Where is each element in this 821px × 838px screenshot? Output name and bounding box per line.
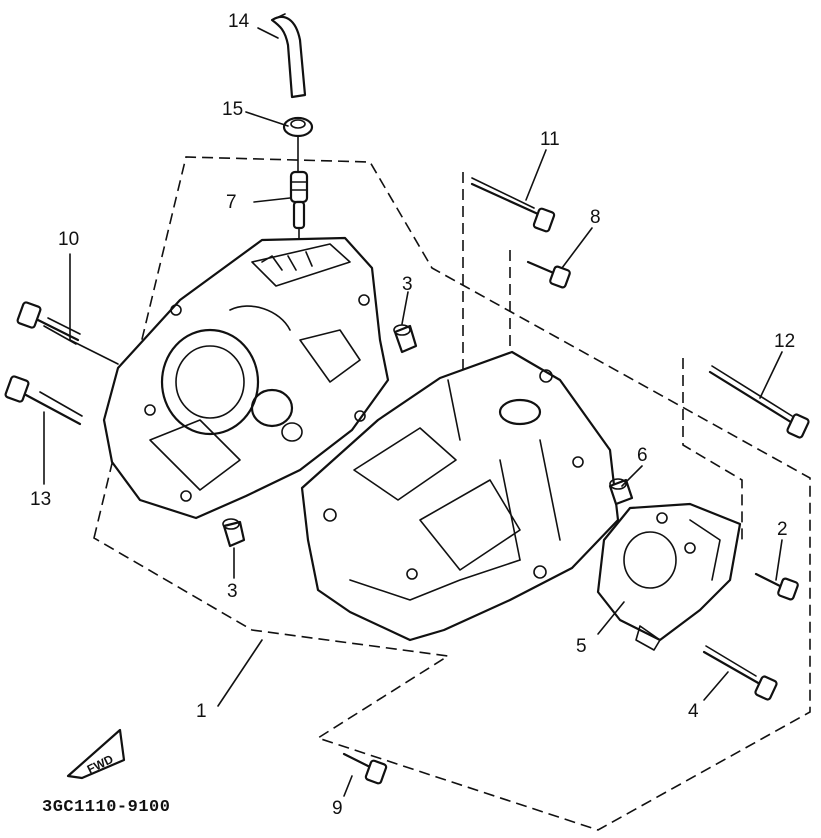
callout-8: 8 <box>590 207 601 228</box>
dowel-pin-lower <box>222 518 246 548</box>
callout-1: 1 <box>196 701 207 722</box>
callout-4: 4 <box>688 701 699 722</box>
callout-5: 5 <box>576 636 587 657</box>
callout-14: 14 <box>228 11 250 32</box>
callout-10: 10 <box>58 229 80 250</box>
breather-hose <box>270 13 307 99</box>
callout-12: 12 <box>774 331 796 352</box>
bolt-11 <box>470 177 556 233</box>
callout-3-upper: 3 <box>402 274 413 295</box>
left-crankcase <box>102 236 390 520</box>
callout-2: 2 <box>777 519 788 540</box>
bolt-2 <box>754 572 799 601</box>
bolt-13 <box>4 375 83 426</box>
dowel-pin-6 <box>608 478 634 506</box>
crankcase-cover <box>596 502 742 651</box>
bolt-12 <box>708 365 810 439</box>
callout-11: 11 <box>540 129 560 150</box>
hose-clamp <box>282 116 314 138</box>
bolt-8 <box>526 260 571 289</box>
leader-lines <box>43 27 783 797</box>
bolt-4 <box>702 645 778 701</box>
breather-nipple <box>289 136 309 263</box>
bolt-9 <box>342 752 388 785</box>
assembly-boundary <box>93 156 811 831</box>
bolt-12-guide <box>682 358 743 540</box>
callout-9: 9 <box>332 798 343 819</box>
callout-3-lower: 3 <box>227 581 238 602</box>
fwd-arrow-icon: FWD <box>66 728 126 780</box>
callout-13: 13 <box>30 489 52 510</box>
callout-15: 15 <box>222 99 244 120</box>
callout-6: 6 <box>637 445 648 466</box>
callout-7: 7 <box>226 192 237 213</box>
part-code: 3GC1110-9100 <box>42 798 171 817</box>
right-crankcase <box>300 350 620 642</box>
dowel-pin-upper <box>393 324 418 354</box>
